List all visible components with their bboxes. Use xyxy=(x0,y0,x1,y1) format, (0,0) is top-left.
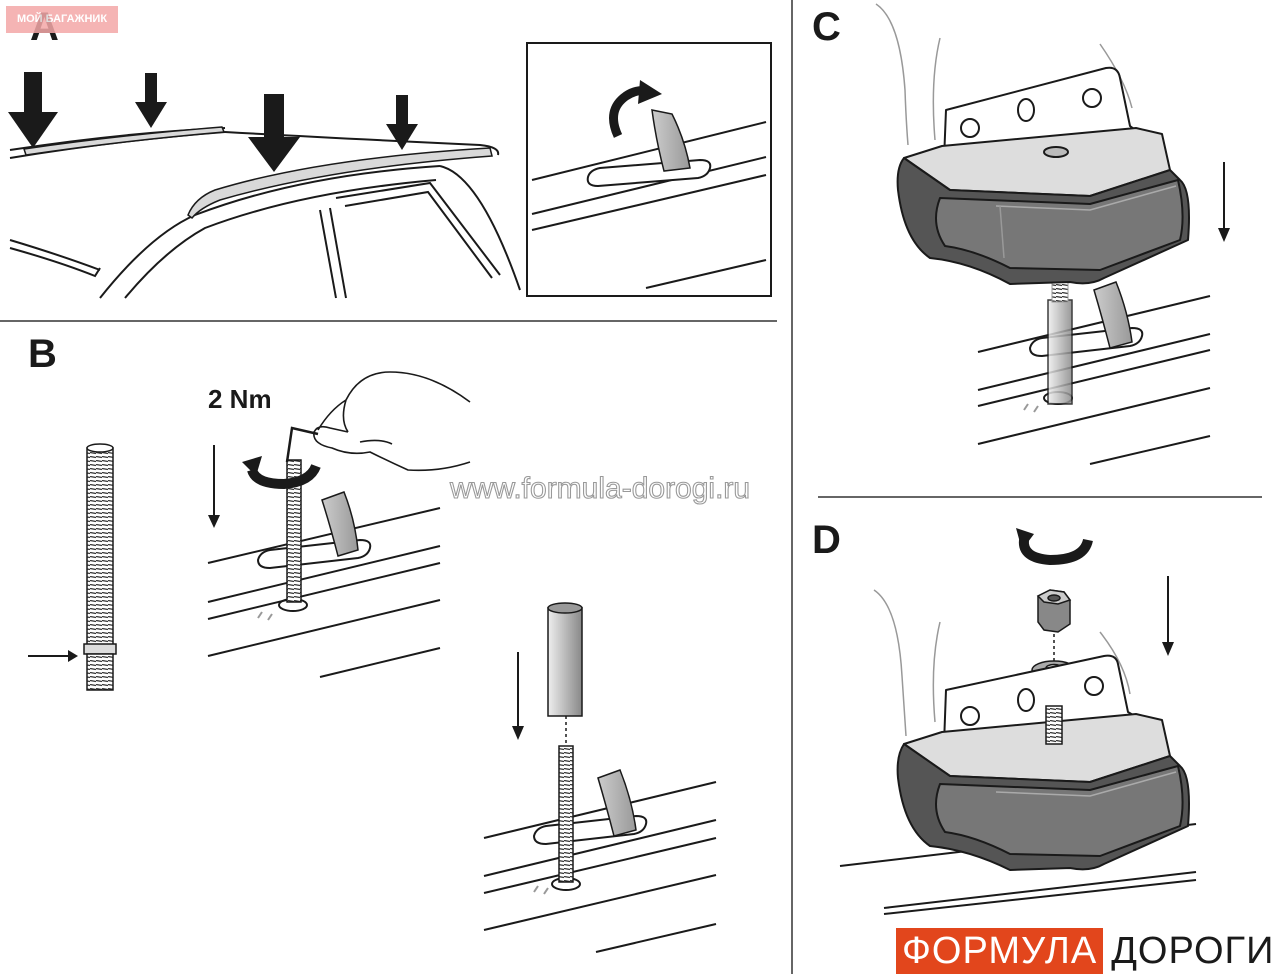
panel-a: A xyxy=(8,5,772,299)
right-arrow-icon xyxy=(28,650,78,662)
rail-fin xyxy=(651,109,691,172)
step-label-b: B xyxy=(28,332,57,376)
step-label-c: C xyxy=(812,5,841,49)
down-arrow-icon xyxy=(1218,162,1230,242)
hand-illustration xyxy=(313,371,471,472)
roof-rack-foot xyxy=(896,66,1190,285)
threaded-bolt xyxy=(286,459,302,603)
car-roof-illustration xyxy=(9,127,521,299)
roof-rail-left xyxy=(23,126,226,156)
down-arrow-icon xyxy=(135,73,167,128)
down-arrow-icon xyxy=(208,445,220,528)
rail-fin xyxy=(1093,281,1133,349)
roof-rack-foot xyxy=(896,654,1190,871)
threaded-bolt xyxy=(1045,705,1063,745)
down-arrow-icon xyxy=(386,95,418,150)
panel-c: C xyxy=(812,3,1230,465)
hex-key-icon xyxy=(285,426,319,463)
brand-logo-part2: ДОРОГИ xyxy=(1103,928,1280,974)
corner-tag: МОЙ БАГАЖНИК xyxy=(6,6,118,33)
down-arrow-icon xyxy=(512,652,524,740)
threaded-bolt xyxy=(558,745,574,883)
brand-logo: ФОРМУЛА ДОРОГИ xyxy=(896,928,1280,974)
rail-profile-lower xyxy=(483,781,717,953)
watermark-url: www.formula-dorogi.ru xyxy=(449,472,750,505)
spacer-sleeve xyxy=(547,602,583,717)
down-arrow-icon xyxy=(8,72,58,148)
threaded-bolt xyxy=(83,443,117,691)
down-arrow-icon xyxy=(248,94,300,172)
step-label-d: D xyxy=(812,518,841,562)
down-arrow-icon xyxy=(1162,576,1174,656)
torque-value: 2 Nm xyxy=(208,384,272,414)
nut-icon xyxy=(1036,589,1072,633)
car-body-outline xyxy=(873,589,1131,737)
panel-d: D xyxy=(812,518,1197,915)
rotate-arrow-icon xyxy=(1016,528,1093,566)
rotate-arrow-icon xyxy=(609,80,662,138)
rail-profile xyxy=(977,295,1211,465)
brand-logo-part1: ФОРМУЛА xyxy=(896,928,1104,974)
rail-fin xyxy=(321,491,359,557)
rotate-arrow-icon xyxy=(242,456,321,490)
rail-fin xyxy=(597,769,637,837)
roof-rail-right xyxy=(187,147,493,220)
rail-profile-upper xyxy=(207,507,441,678)
panel-b: B 2 Nm xyxy=(28,332,717,953)
inset-detail-box xyxy=(526,42,772,297)
